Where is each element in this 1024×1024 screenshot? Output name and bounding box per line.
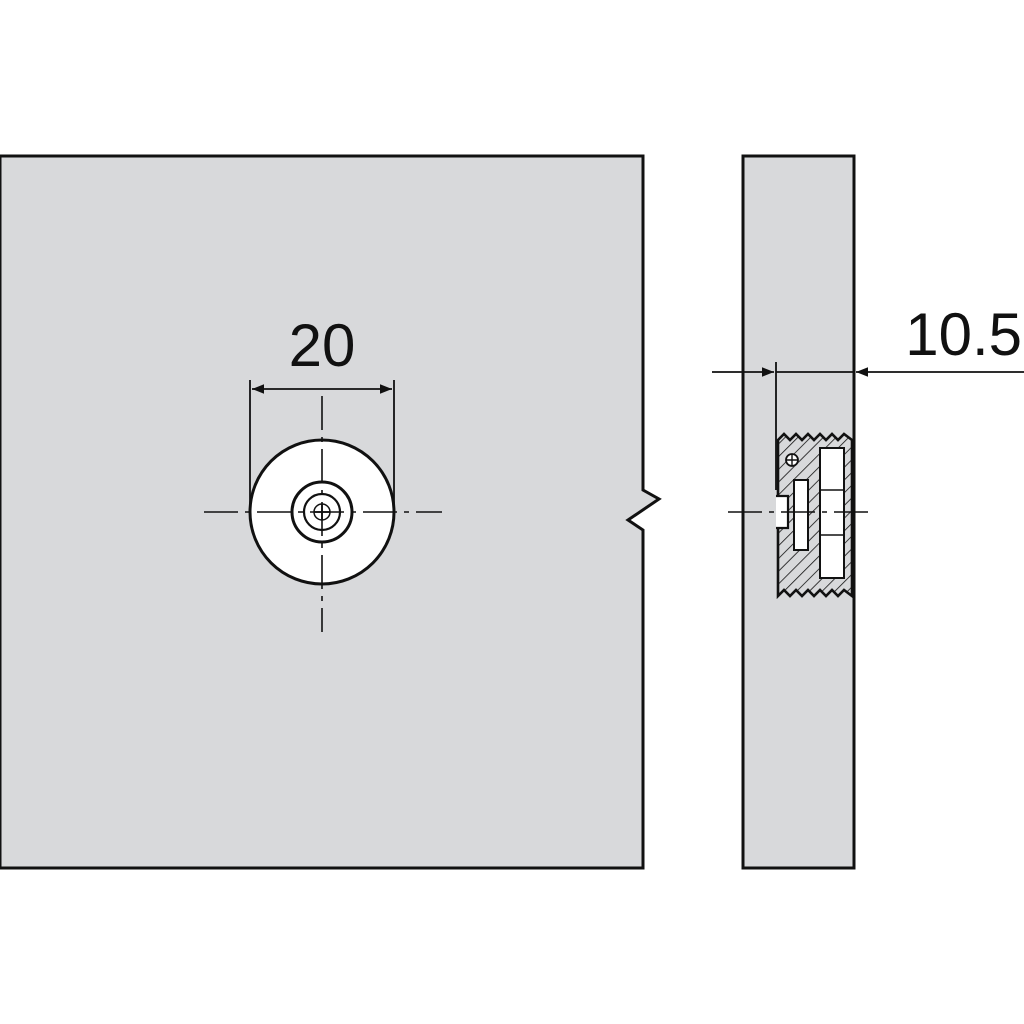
cavity-left <box>793 479 809 551</box>
depth-label: 10.5 <box>905 301 1022 368</box>
front-center-lines <box>204 396 442 632</box>
diameter-dimension <box>249 380 395 508</box>
diameter-label: 20 <box>289 312 356 379</box>
housing-cross-section <box>776 432 854 600</box>
front-view: 20 <box>0 154 662 870</box>
depth-dimension <box>712 362 1024 490</box>
side-view: 10.5 <box>712 154 1024 870</box>
cavity-center <box>819 447 845 579</box>
